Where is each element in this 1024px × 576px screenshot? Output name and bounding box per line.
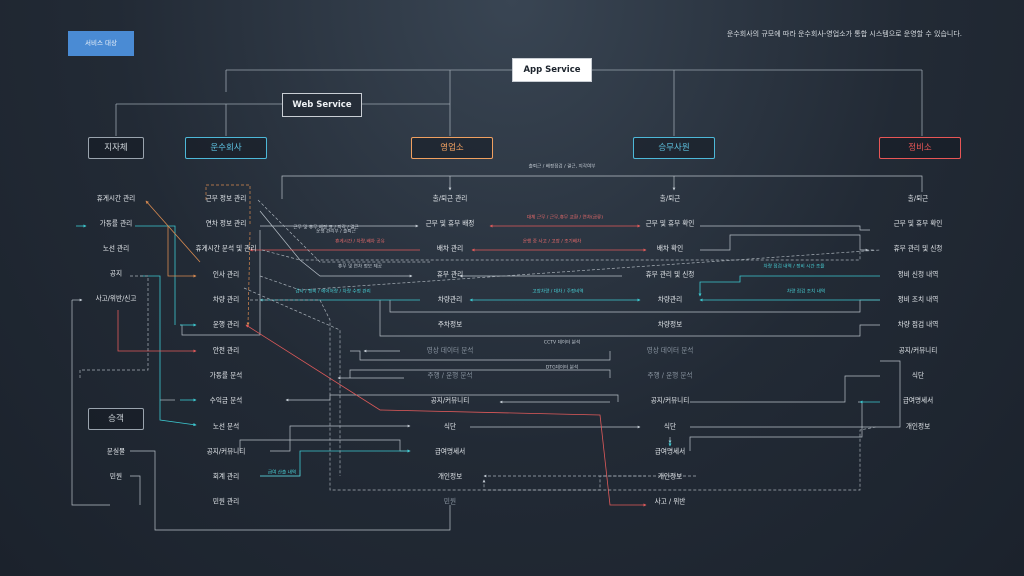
unsu-item: 안전 관리 xyxy=(212,346,240,355)
seungmu-item: 영상 데이터 분석 xyxy=(646,346,694,355)
seungmu-item: 배차 확인 xyxy=(656,244,684,253)
unsu-item: 연차 정보 관리 xyxy=(205,219,247,228)
seungmu-item: 주행 / 운행 분석 xyxy=(647,371,693,380)
jeongbi-item: 근무 및 휴무 확인 xyxy=(893,219,943,228)
jeongbi-item: 차량 점검 내역 xyxy=(897,320,939,329)
link-label-dispatch: 운행 관리부 / 출퇴근 xyxy=(316,229,356,235)
column-header-seunggaek[interactable]: 승객 xyxy=(88,408,144,430)
unsu-item: 인사 관리 xyxy=(212,270,240,279)
seungmu-item: 출/퇴근 xyxy=(659,194,681,203)
jeongbi-item: 정비 조치 내역 xyxy=(897,295,939,304)
passenger-item: 분실물 xyxy=(106,447,126,456)
cyan-links xyxy=(76,224,880,477)
jijache-item: 사고/위반/신고 xyxy=(95,294,137,303)
link-label-maintenance-done: 차량 점검 조치 내역 xyxy=(786,289,826,295)
link-label-dtg: DTG데이터 분석 xyxy=(545,365,579,371)
link-label-rest-dispatch: 휴게시간 / 차량,배차 공유 xyxy=(335,239,385,245)
link-label-checkin: 출퇴근 / 배정점검 / 결근, 지각여부 xyxy=(528,164,596,170)
jijache-item: 휴게시간 관리 xyxy=(96,194,136,203)
yeongeop-item: 급여명세서 xyxy=(434,447,466,456)
unsu-item: 운행 관리 xyxy=(212,320,240,329)
jijache-item: 공지 xyxy=(109,269,123,278)
seungmu-item: 근무 및 휴무 확인 xyxy=(645,219,695,228)
column-header-jijache[interactable]: 지자체 xyxy=(88,137,144,159)
unsu-item: 수익금 분석 xyxy=(209,396,243,405)
jeongbi-item: 정비 신청 내역 xyxy=(897,270,939,279)
unsu-item: 가동률 분석 xyxy=(209,371,243,380)
yeongeop-item: 공지/커뮤니티 xyxy=(430,396,470,405)
yeongeop-item: 근무 및 휴무 배정 xyxy=(425,219,475,228)
dashed-links xyxy=(79,199,881,491)
unsu-item: 노선 분석 xyxy=(212,422,240,431)
seungmu-item: 식단 xyxy=(663,422,677,431)
link-label-vacation-request: 대체 근무 / 근무,휴무 교환 / 연차(금류) xyxy=(526,215,604,221)
link-label-dispatch-change: 운행 중 사고 / 고장 / 조기배차 xyxy=(522,239,582,245)
web-service-box[interactable]: Web Service xyxy=(282,93,362,117)
link-label-vehicle-mid: 고장차량 / 대차 / 주정비역 xyxy=(532,289,584,295)
jeongbi-item: 공지/커뮤니티 xyxy=(898,346,938,355)
seungmu-item: 차량정보 xyxy=(657,320,683,329)
yeongeop-item: 휴무 관리 xyxy=(436,270,464,279)
passenger-item: 민원 xyxy=(109,472,123,481)
unsu-item: 근무 정보 관리 xyxy=(205,194,247,203)
yeongeop-item: 개인정보 xyxy=(437,472,463,481)
seungmu-item: 휴무 관리 및 신청 xyxy=(645,270,695,279)
link-label-maintenance-request: 차량 점검 내역 / 정비 시간 조율 xyxy=(763,264,825,270)
yeongeop-item: 배차 관리 xyxy=(436,244,464,253)
link-label-cctv: CCTV 데이터 분석 xyxy=(543,340,581,346)
link-label-shift: 근무 및 휴무 배정 표 / 지각 / 결근 xyxy=(293,225,359,231)
column-header-jeongbi[interactable]: 정비소 xyxy=(879,137,961,159)
integration-note: 운수회사의 규모에 따라 운수회사-영업소가 통합 시스템으로 운영할 수 있습… xyxy=(726,30,962,38)
yeongeop-item: 민원 xyxy=(443,497,457,506)
link-label-salary: 급여 산출 내역 xyxy=(267,470,297,476)
unsu-item: 민원 관리 xyxy=(212,497,240,506)
seungmu-item: 개인정보 xyxy=(657,472,683,481)
unsu-item: 차량 관리 xyxy=(212,295,240,304)
red-links xyxy=(117,224,647,507)
yeongeop-item: 출/퇴근 관리 xyxy=(432,194,468,203)
seungmu-item: 사고 / 위반 xyxy=(654,497,686,506)
column-header-unsu[interactable]: 운수회사 xyxy=(185,137,267,159)
column-header-seungmu[interactable]: 승무사원 xyxy=(633,137,715,159)
app-service-box[interactable]: App Service xyxy=(512,58,592,82)
yeongeop-item: 주행 / 운행 분석 xyxy=(427,371,473,380)
yeongeop-item: 영상 데이터 분석 xyxy=(426,346,474,355)
orange-dashed-links xyxy=(205,184,251,326)
seungmu-item: 공지/커뮤니티 xyxy=(650,396,690,405)
gray-links xyxy=(71,175,923,531)
jeongbi-item: 식단 xyxy=(911,371,925,380)
jeongbi-item: 출/퇴근 xyxy=(907,194,929,203)
link-label-vacation-info: 휴무 및 연차 정보 제공 xyxy=(338,264,382,270)
link-label-vehicle-left: 검사 / 정비 / 에어처량 / 차량 수정 관리 xyxy=(295,289,371,295)
jijache-item: 가동률 관리 xyxy=(99,219,133,228)
yeongeop-item: 주차정보 xyxy=(437,320,463,329)
seungmu-item: 급여명세서 xyxy=(654,447,686,456)
service-target-tag: 서비스 대상 xyxy=(68,31,134,56)
orange-links xyxy=(145,200,201,278)
yeongeop-item: 차량관리 xyxy=(437,295,463,304)
yeongeop-item: 식단 xyxy=(443,422,457,431)
jeongbi-item: 개인정보 xyxy=(905,422,931,431)
unsu-item: 휴게시간 분석 및 관리 xyxy=(195,244,257,253)
unsu-item: 회계 관리 xyxy=(212,472,240,481)
jijache-item: 노선 관리 xyxy=(102,244,130,253)
jeongbi-item: 급여명세서 xyxy=(902,396,934,405)
column-header-yeongeop[interactable]: 영업소 xyxy=(411,137,493,159)
jeongbi-item: 휴무 관리 및 신청 xyxy=(893,244,943,253)
unsu-item: 공지/커뮤니티 xyxy=(206,447,246,456)
seungmu-item: 차량관리 xyxy=(657,295,683,304)
